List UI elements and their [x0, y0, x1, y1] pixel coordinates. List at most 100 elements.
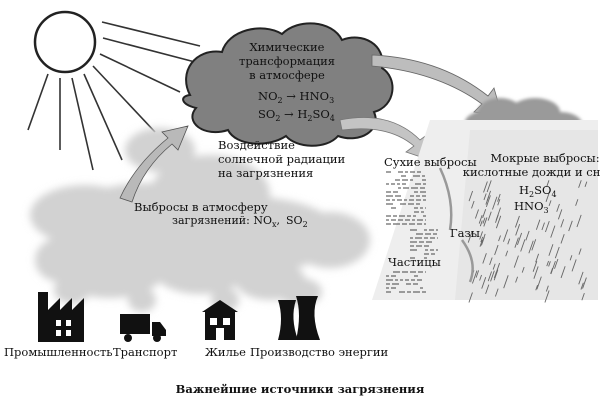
rain-streak-mark: [554, 258, 559, 269]
emission-arrow: [119, 125, 189, 203]
rain-streak-mark: [497, 193, 501, 202]
source-transport: Транспорт: [113, 345, 177, 359]
rain-streak-mark: [495, 215, 502, 229]
rain-streak-mark: [479, 231, 483, 240]
emissions-label-1: Выбросы в атмосферу: [134, 200, 268, 214]
rain-streaks: [467, 180, 588, 303]
rain-streak-mark: [541, 222, 545, 231]
rain-streak-mark: [536, 276, 542, 290]
rain-streak-mark: [533, 266, 539, 279]
smoke-cloud: [30, 128, 370, 312]
rain-streak-mark: [479, 220, 483, 227]
truck-icon: [120, 314, 166, 342]
rain-streak-mark: [485, 195, 491, 208]
rain-streak-mark: [550, 225, 556, 238]
rain-streak-mark: [486, 190, 491, 201]
rain-streak-mark: [546, 260, 549, 267]
rain-streak-mark: [481, 233, 486, 243]
house-icon: [202, 300, 238, 340]
rain-streak-mark: [575, 199, 579, 206]
wet-h2so4: H2SO4: [519, 183, 557, 199]
rain-streak-mark: [489, 257, 493, 266]
rain-streak-mark: [515, 223, 521, 236]
rain-streak-mark: [467, 231, 473, 243]
rain-streak-mark: [560, 266, 566, 279]
rain-streak-mark: [578, 248, 582, 255]
rain-streak-mark: [544, 290, 550, 303]
rain-streak-mark: [515, 276, 519, 283]
rain-streak-mark: [486, 180, 492, 193]
cooling-tower-icon: [278, 296, 320, 340]
rain-streak-mark: [520, 239, 526, 252]
cloud-title-3: в атмосфере: [249, 68, 325, 82]
rain-streak-mark: [497, 198, 501, 206]
rain-streak-mark: [548, 244, 554, 256]
rain-streak-mark: [493, 269, 499, 281]
rain-streak-mark: [554, 246, 560, 259]
cloud-title-2: трансформация: [239, 54, 335, 68]
rain-streak-mark: [507, 238, 511, 245]
rain-streak-mark: [571, 259, 577, 272]
reaction-so2: SO2 → H2SO4: [258, 107, 335, 123]
emissions-label-2: загрязнений: NOx,SO2: [172, 214, 308, 229]
rain-streak-mark: [493, 271, 497, 279]
rain-streak-mark: [528, 240, 534, 254]
rain-streak-mark: [521, 266, 525, 273]
rain-streak-mark: [514, 215, 520, 228]
rain-streak-mark: [576, 214, 582, 228]
cloud-title-1: Химические: [250, 40, 325, 54]
wet-title-2: кислотные дожди и снег: [463, 165, 600, 179]
rain-streak-mark: [478, 214, 483, 224]
rain-streak-mark: [495, 262, 501, 274]
factory-icon: [38, 292, 84, 342]
rain-streak-mark: [492, 196, 498, 210]
dry-fall-arrows: [438, 167, 474, 283]
rain-streak-mark: [525, 230, 530, 241]
rain-streak-mark: [568, 220, 573, 232]
dry-title: Сухие выбросы: [384, 155, 477, 169]
wet-title-1: Мокрые выбросы:: [490, 151, 599, 165]
source-energy: Производство энергии: [250, 345, 389, 359]
reaction-no2: NO2 → HNO3: [258, 89, 334, 105]
rain-streak-mark: [557, 209, 563, 220]
rain-streak-mark: [492, 263, 496, 270]
rain-streak-mark: [485, 284, 490, 295]
rain-streak-mark: [480, 236, 484, 243]
rain-streak-mark: [494, 244, 499, 256]
rain-streak-mark: [505, 250, 509, 257]
rain-streak-mark: [479, 239, 483, 247]
rain-streak-mark: [535, 284, 538, 291]
solar-label-1: Воздействие: [218, 138, 295, 152]
rain-streak-mark: [545, 220, 550, 233]
wet-hno3: HNO3: [514, 199, 549, 215]
rain-streak-mark: [482, 209, 487, 219]
footer-caption: Важнейшие источники загрязнения: [176, 382, 425, 396]
rain-streak-mark: [535, 219, 541, 230]
rain-streak-mark: [584, 181, 588, 187]
dry-particles: [386, 171, 438, 293]
rain-streak-mark: [581, 292, 585, 301]
rain-streak-mark: [483, 193, 487, 201]
rain-streak-mark: [582, 277, 587, 289]
rain-streak-mark: [468, 190, 474, 202]
sun-rays: [27, 21, 201, 171]
rain-streak-mark: [517, 232, 523, 246]
rain-streak-mark: [487, 211, 492, 221]
rain-streak-mark: [494, 288, 499, 297]
rain-streak-mark: [490, 270, 495, 282]
rain-streak-mark: [531, 239, 537, 251]
source-industry: Промышленность: [4, 345, 113, 359]
rain-streak-mark: [482, 217, 486, 224]
dry-particles-label: Частицы: [388, 255, 441, 269]
rain-streak-mark: [556, 203, 560, 212]
rain-streak-mark: [472, 270, 478, 284]
rain-streak-mark: [487, 271, 492, 282]
rain-streak-mark: [578, 180, 582, 188]
source-housing: Жилье: [205, 345, 246, 359]
rain-streak-mark: [548, 200, 552, 207]
rain-streak-mark: [569, 255, 573, 261]
rain-streak-mark: [483, 217, 488, 227]
rain-streak-mark: [481, 277, 487, 289]
sun-icon: [33, 10, 97, 74]
